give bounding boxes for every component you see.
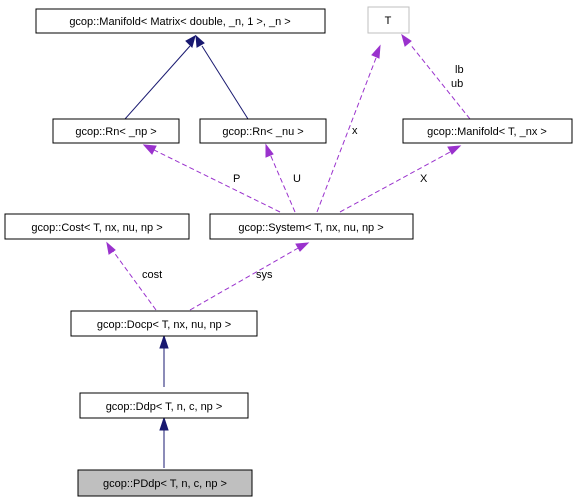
edge-rn-np-to-manifold [124, 45, 191, 120]
node-label: gcop::Ddp< T, n, c, np > [106, 401, 223, 413]
node-manifold-T[interactable]: gcop::Manifold< T, _nx > [402, 118, 573, 144]
arrowhead-rn-np-manifold [185, 34, 196, 48]
edge-label-lb: lb [455, 64, 464, 76]
arrowhead-ddp-pddp [159, 416, 169, 431]
arrowhead-rn-nu-system [265, 143, 274, 158]
node-label: gcop::Docp< T, nx, nu, np > [97, 319, 231, 331]
arrowhead-rn-np-system [142, 144, 157, 155]
arrowhead-manifold-system [447, 145, 462, 155]
edge-T-to-manifold-T [409, 43, 471, 120]
node-label: gcop::Rn< _np > [75, 126, 156, 138]
arrowhead-rn-nu-manifold [195, 34, 205, 48]
edge-label-U: U [293, 173, 301, 185]
node-label: gcop::System< T, nx, nu, np > [238, 222, 383, 234]
arrowhead-system-docp [295, 242, 310, 252]
node-label: gcop::Rn< _nu > [222, 126, 303, 138]
node-manifold-matrix[interactable]: gcop::Manifold< Matrix< double, _n, 1 >,… [35, 8, 326, 34]
edge-rn-np-to-system [151, 148, 281, 213]
node-pddp-current: gcop::PDdp< T, n, c, np > [77, 469, 253, 497]
edge-manifold-T-to-system [339, 150, 453, 213]
arrowhead-cost-docp [106, 241, 116, 255]
node-system[interactable]: gcop::System< T, nx, nu, np > [209, 213, 414, 240]
edge-cost-to-docp [112, 250, 157, 311]
arrowhead-T-system [371, 44, 381, 59]
node-label: gcop::Manifold< T, _nx > [427, 126, 547, 138]
edge-system-to-docp [189, 246, 301, 311]
edge-T-to-system [316, 57, 377, 213]
edge-label-cost: cost [142, 269, 162, 281]
node-label: gcop::Cost< T, nx, nu, np > [31, 222, 162, 234]
usage-edges [106, 33, 471, 311]
edge-label-P: P [233, 173, 240, 185]
edge-rn-nu-to-manifold [201, 45, 249, 120]
node-rn-nu[interactable]: gcop::Rn< _nu > [199, 118, 327, 144]
node-label: T [385, 15, 392, 27]
arrowhead-T-manifold [401, 33, 412, 47]
edge-labels: x lb ub P U X cost sys [142, 64, 464, 281]
inheritance-edges [124, 34, 249, 468]
node-docp[interactable]: gcop::Docp< T, nx, nu, np > [70, 310, 258, 337]
edge-label-X: X [420, 173, 428, 185]
edge-rn-nu-to-system [269, 153, 296, 213]
edge-label-x: x [352, 125, 358, 137]
node-cost[interactable]: gcop::Cost< T, nx, nu, np > [4, 213, 190, 240]
node-label: gcop::PDdp< T, n, c, np > [103, 478, 227, 490]
arrowhead-docp-ddp [159, 334, 169, 349]
edge-label-ub: ub [451, 78, 463, 90]
node-ddp[interactable]: gcop::Ddp< T, n, c, np > [79, 392, 249, 419]
node-rn-np[interactable]: gcop::Rn< _np > [52, 118, 180, 144]
node-label: gcop::Manifold< Matrix< double, _n, 1 >,… [69, 16, 290, 28]
edge-label-sys: sys [256, 269, 273, 281]
node-T: T [367, 6, 410, 34]
